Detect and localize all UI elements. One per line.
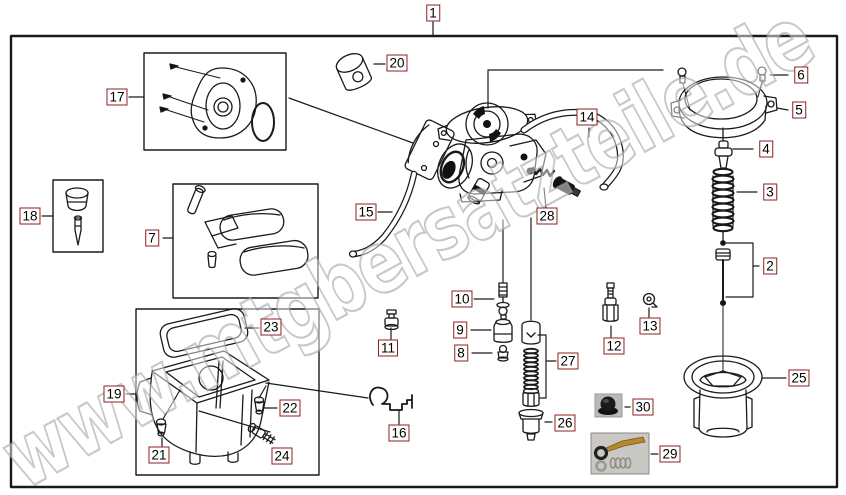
callout-30: 30 [632, 398, 654, 416]
callout-8: 8 [454, 344, 468, 362]
valve-seat [493, 318, 513, 343]
callout-12: 12 [603, 337, 625, 355]
diaphragm-cover [159, 63, 275, 142]
callout-23: 23 [260, 318, 282, 336]
callout-29: 29 [659, 445, 681, 463]
plug-screw [384, 309, 399, 331]
leader-lines [41, 21, 789, 455]
cable-bracket [369, 386, 413, 411]
callout-13: 13 [639, 317, 661, 335]
callout-2: 2 [763, 257, 777, 275]
vacuum-slide [683, 355, 763, 438]
repair-kit-photo [590, 432, 650, 475]
callout-6: 6 [794, 66, 808, 84]
choke-plunger [521, 320, 541, 407]
float-assembly [187, 185, 309, 276]
cable-adjuster [714, 127, 733, 169]
callout-22: 22 [279, 399, 301, 417]
float-needle-valve [496, 282, 510, 320]
callout-10: 10 [451, 290, 473, 308]
vent-hose [520, 108, 624, 191]
seat-screw [497, 344, 509, 362]
callout-27: 27 [557, 352, 579, 370]
main-jet [602, 282, 619, 322]
callout-28: 28 [536, 207, 558, 225]
needle-clip [642, 292, 658, 308]
bowl-screw-22 [253, 396, 265, 415]
jet-needle [715, 231, 731, 373]
diagram-border [9, 34, 839, 489]
bowl-screw-21 [155, 418, 167, 437]
bowl-gasket [159, 308, 249, 358]
float-bowl [136, 350, 270, 465]
top-cover [670, 66, 778, 139]
idle-screw [531, 166, 581, 197]
callout-19: 19 [103, 385, 125, 403]
callout-4: 4 [759, 140, 773, 158]
callout-14: 14 [576, 108, 598, 126]
choke-cap [518, 408, 544, 441]
callout-17: 17 [106, 88, 128, 106]
rubber-plug-photo [594, 393, 623, 418]
callout-18: 18 [19, 207, 41, 225]
callout-24: 24 [271, 447, 293, 465]
callout-3: 3 [763, 183, 777, 201]
drain-screw-24 [247, 422, 276, 445]
carburetor-body [404, 102, 547, 205]
callout-7: 7 [145, 229, 159, 247]
needle-valve-18 [65, 187, 89, 246]
cap-part [335, 53, 372, 91]
fuel-hose [348, 170, 418, 258]
slide-spring [711, 167, 735, 233]
callout-26: 26 [554, 414, 576, 432]
callout-16: 16 [388, 424, 410, 442]
callout-21: 21 [148, 446, 170, 464]
callout-15: 15 [355, 203, 377, 221]
callout-9: 9 [453, 321, 467, 339]
callout-25: 25 [788, 369, 810, 387]
callout-5: 5 [792, 101, 806, 119]
group-boxes [52, 52, 320, 476]
callout-11: 11 [377, 339, 399, 357]
callout-1: 1 [426, 4, 440, 22]
callout-20: 20 [386, 54, 408, 72]
